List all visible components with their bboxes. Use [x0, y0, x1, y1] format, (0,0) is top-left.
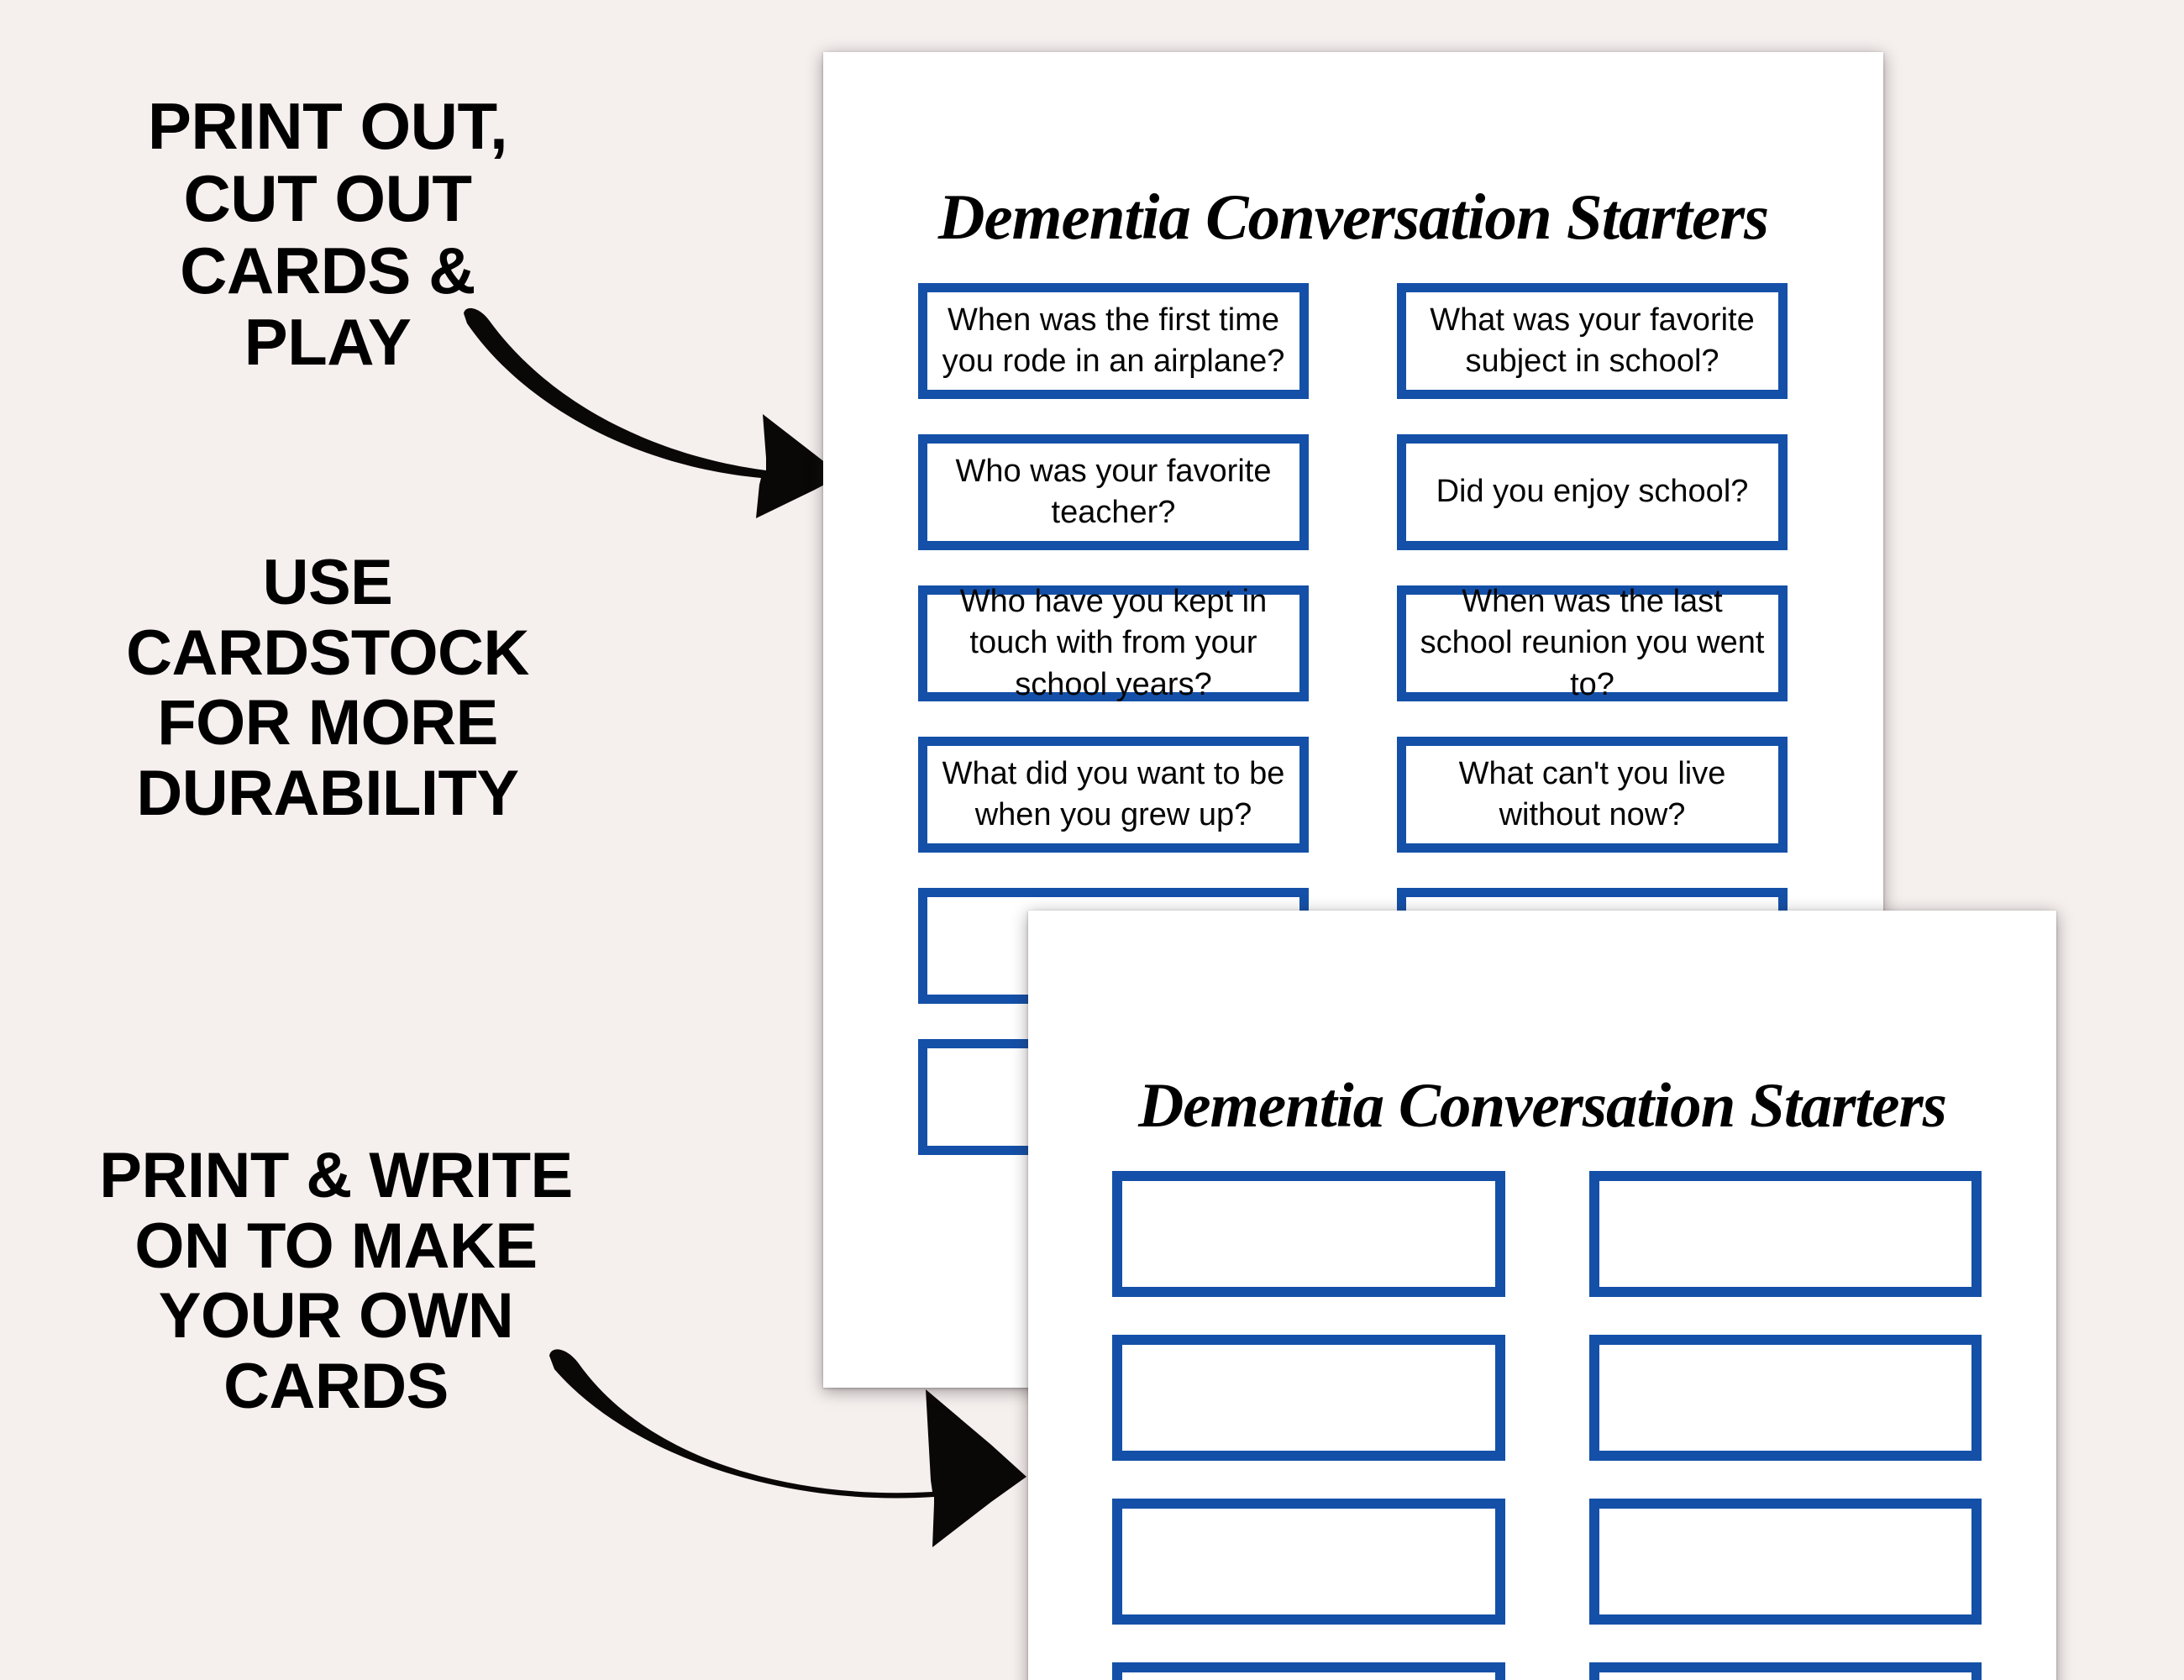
question-card-text: Who have you kept in touch with from you…: [959, 583, 1268, 702]
sheet-title-questions: Dementia Conversation Starters: [937, 181, 1769, 253]
question-card[interactable]: When was the first time you rode in an a…: [918, 283, 1309, 399]
blank-card[interactable]: [1112, 1499, 1505, 1625]
question-card-text: When was the last school reunion you wen…: [1420, 583, 1765, 702]
promo-use-cardstock: USE CARDSTOCK FOR MORE DURABILITY: [126, 547, 529, 829]
blank-card[interactable]: [1588, 1662, 1982, 1680]
question-card[interactable]: Did you enjoy school?: [1397, 434, 1788, 550]
question-card[interactable]: What was your favorite subject in school…: [1397, 283, 1788, 399]
question-card[interactable]: What did you want to be when you grew up…: [918, 737, 1309, 853]
sheet-title-blank: Dementia Conversation Starters: [1138, 1071, 1947, 1141]
promo-print-cut-play: PRINT OUT, CUT OUT CARDS & PLAY: [147, 89, 508, 380]
question-card[interactable]: When was the last school reunion you wen…: [1397, 584, 1788, 702]
curved-arrow-icon: [464, 307, 842, 518]
curved-arrow-icon: [549, 1349, 1026, 1547]
question-card-text: What was your favorite subject in school…: [1430, 302, 1755, 379]
blank-card[interactable]: [1588, 1499, 1982, 1625]
printable-sheet-blank: Dementia Conversation Starters: [1028, 911, 2056, 1680]
printable-sheet-questions: Dementia Conversation Starters When was …: [823, 52, 1883, 1388]
promo-print-write-own-cards: PRINT & WRITE ON TO MAKE YOUR OWN CARDS: [99, 1140, 573, 1422]
question-card[interactable]: What can't you live without now?: [1397, 737, 1788, 853]
blank-card[interactable]: [1112, 1171, 1505, 1297]
blank-card[interactable]: [1588, 1335, 1982, 1461]
blank-card-grid: [1112, 1171, 1982, 1680]
question-card-text: What did you want to be when you grew up…: [942, 755, 1285, 832]
question-card[interactable]: Who was your favorite teacher?: [918, 434, 1309, 550]
question-card-text: Who was your favorite teacher?: [955, 453, 1272, 530]
blank-card[interactable]: [1112, 1335, 1505, 1461]
blank-card[interactable]: [1588, 1171, 1982, 1297]
question-card-text: What can't you live without now?: [1458, 755, 1726, 832]
question-card[interactable]: Who have you kept in touch with from you…: [918, 584, 1309, 702]
question-card-text: Did you enjoy school?: [1436, 474, 1749, 510]
question-card-text: When was the first time you rode in an a…: [942, 302, 1285, 379]
blank-card[interactable]: [1112, 1662, 1505, 1680]
